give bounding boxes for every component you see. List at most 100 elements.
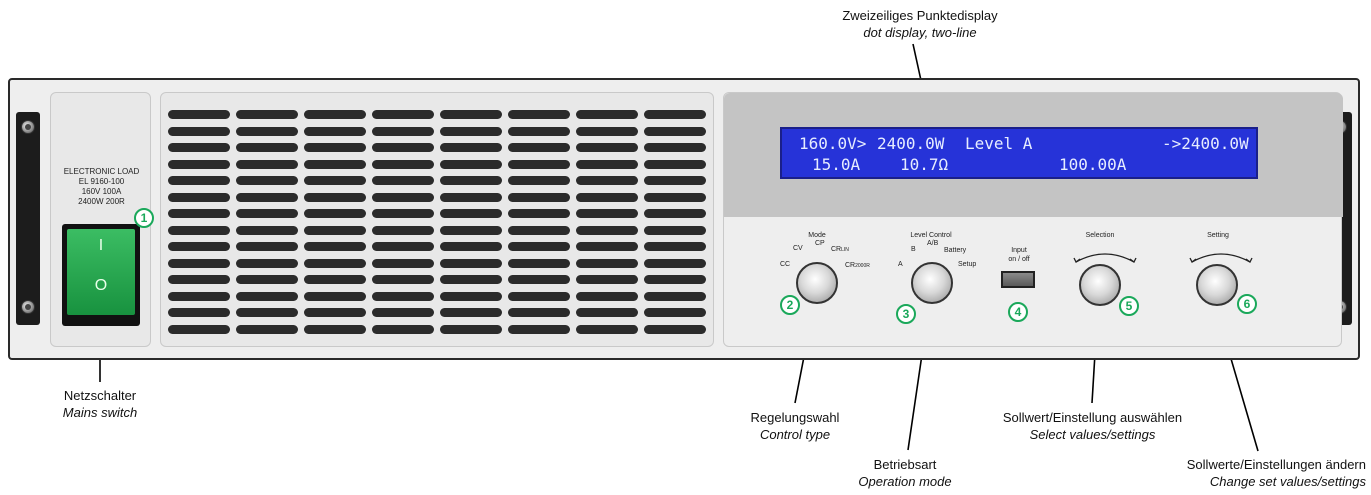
model-label: ELECTRONIC LOAD EL 9160-100 160V 100A 24… [51,167,152,207]
vent-slot [304,324,366,334]
vent-slot [508,275,570,284]
left-rack-ear [16,112,40,325]
level-control-knob[interactable] [911,262,953,304]
mains-callout: Netzschalter Mains switch [20,387,180,421]
vent-slot [304,242,366,251]
vent-slot [440,110,502,119]
vent-slot [236,192,298,202]
vent-slot [236,159,298,169]
vent-grille [160,92,714,347]
screw-icon [21,120,35,134]
vent-slot [168,192,230,202]
vent-slot [440,242,502,251]
vent-slot [236,242,298,251]
vent-slot [576,242,638,251]
level-label-b: B [911,246,916,253]
mode-callout: Betriebsart Operation mode [815,456,995,490]
vent-slot [236,324,298,334]
vent-slot [644,225,706,235]
mode-label-cc: CC [780,261,791,268]
setting-rotate-arrows-icon [1189,253,1253,263]
lcd-current: 15.0A [812,155,861,174]
vent-slot [168,110,230,119]
lcd-current-set: 100.00A [1059,155,1127,174]
vent-slot [644,242,706,251]
vent-slot [576,192,638,202]
vent-slot [304,225,366,235]
vent-slot [168,126,230,136]
mode-label-cr-lin: CRLIN [831,246,849,253]
model-line-2: EL 9160-100 [78,177,125,186]
vent-slot [236,176,298,185]
setting-knob[interactable] [1196,264,1238,306]
input-label-line1: Input [1011,247,1027,254]
vent-slot [304,143,366,152]
vent-slot [304,308,366,317]
vent-slot [168,291,230,301]
vent-slot [644,209,706,218]
vent-slot [508,225,570,235]
vent-slot [440,258,502,268]
vent-slot [168,275,230,284]
vent-slot [304,176,366,185]
vent-slot [576,126,638,136]
level-label-a: A [898,261,903,268]
vent-slot [168,225,230,235]
vent-slot [236,291,298,301]
display-callout-de: Zweizeiliges Punktedisplay [842,8,998,23]
switch-off-symbol: O [94,277,108,294]
level-label-battery: Battery [944,247,967,254]
vent-slot [508,308,570,317]
select-callout-en: Select values/settings [1029,427,1156,442]
vent-slot [644,159,706,169]
vent-slot [168,176,230,185]
badge-2: 2 [780,295,800,315]
lcd-arrow-power: ->2400.0W [1162,134,1249,153]
vent-slot [372,324,434,334]
vent-slot [440,291,502,301]
badge-4: 4 [1008,302,1028,322]
vent-slot [440,324,502,334]
vent-slot [576,291,638,301]
vent-slot [576,176,638,185]
change-callout: Sollwerte/Einstellungen ändern Change se… [1122,456,1366,490]
input-label: Input on / off [994,246,1044,264]
vent-slot [372,258,434,268]
vent-slot [644,258,706,268]
mains-switch-rocker[interactable]: I O [67,229,135,315]
mode-label-cv: CV [793,245,803,252]
mode-label-cp: CP [815,240,825,247]
screw-icon [21,300,35,314]
vent-slot [372,143,434,152]
vent-slot [644,176,706,185]
vent-slot [508,242,570,251]
control-callout-en: Control type [759,427,831,442]
vent-slot [304,258,366,268]
vent-slot [440,308,502,317]
vent-slot [236,258,298,268]
vent-slot [576,275,638,284]
control-callout: Regelungswahl Control type [705,409,885,443]
vent-slot [304,192,366,202]
vent-slot [372,126,434,136]
vent-slot [236,275,298,284]
vent-slot [508,110,570,119]
selection-title: Selection [1085,232,1115,239]
model-line-4: 2400W 200R [78,197,125,206]
vent-slot [168,143,230,152]
vent-slot [236,209,298,218]
level-label-ab: A/B [927,240,939,247]
level-label-setup: Setup [958,261,977,268]
vent-slot [576,159,638,169]
input-on-off-button[interactable] [1001,271,1035,288]
mains-switch[interactable]: I O [62,224,140,326]
badge-1: 1 [134,208,154,228]
vent-slot [440,126,502,136]
selection-knob[interactable] [1079,264,1121,306]
vent-slot [440,209,502,218]
vent-slot [576,324,638,334]
mode-knob[interactable] [796,262,838,304]
vent-slot [168,258,230,268]
vent-slot [576,209,638,218]
vent-slot [372,291,434,301]
